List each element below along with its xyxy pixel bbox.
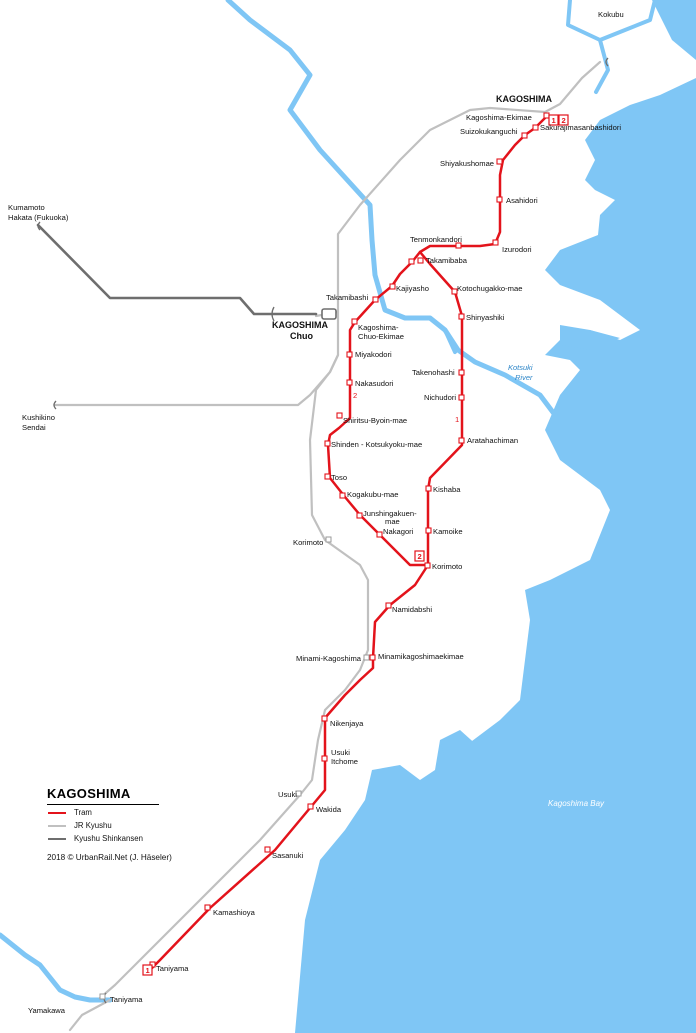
destination-hakata: Hakata (Fukuoka) [8, 213, 69, 222]
stop-minamikagoshimaekimae: Minamikagoshimaekimae [378, 652, 464, 661]
stop-aratahachiman: Aratahachiman [467, 436, 518, 445]
legend-divider [47, 804, 159, 805]
destination-kushikino: Kushikino [22, 413, 55, 422]
legend-label-tram: Tram [74, 808, 92, 817]
route-1-badge-taniyama [142, 964, 153, 976]
kyushu-shinkansen-line [36, 223, 318, 316]
stop-izurodori: Izurodori [502, 245, 532, 254]
stop-asahidori: Asahidori [506, 196, 538, 205]
stop-kagoshima-ekimae: Kagoshima-Ekimae [466, 113, 532, 122]
route-2-line-label: 2 [353, 391, 357, 400]
stop-kagoshima-chuo-ekimae-line1: Kagoshima- [358, 323, 399, 332]
stop-takamibashi: Takamibashi [326, 293, 369, 302]
legend-swatch-tram [48, 812, 66, 814]
route-1-line-label: 1 [455, 415, 459, 424]
stop-kogakubu-mae: Kogakubu-mae [347, 490, 399, 499]
rivers [0, 0, 657, 1003]
stop-nichudori: Nichudori [424, 393, 456, 402]
kagoshima-chuo-label-line2: Chuo [290, 331, 313, 341]
jr-station-taniyama: Taniyama [110, 995, 143, 1004]
stop-kamoike: Kamoike [433, 527, 463, 536]
stop-nakasudori: Nakasudori [355, 379, 394, 388]
destination-sendai: Sendai [22, 423, 46, 432]
route-badge-text: 2 [418, 552, 422, 561]
stop-taniyama: Taniyama [156, 964, 189, 973]
stop-junshingakuen-mae-line2: mae [385, 517, 400, 526]
jr-station-markers [99, 536, 370, 1000]
destination-kokubu: Kokubu [598, 10, 624, 19]
stop-korimoto: Korimoto [432, 562, 462, 571]
stop-kamashioya: Kamashioya [213, 908, 256, 917]
stop-namidabashi: Namidabshi [392, 605, 432, 614]
stop-nikenjaya: Nikenjaya [330, 719, 364, 728]
route-1-badge-terminal [548, 114, 559, 126]
legend-item-tram: Tram [48, 808, 198, 818]
route-badge-text: 2 [562, 116, 566, 125]
city-label: KAGOSHIMA [496, 94, 553, 104]
stop-shiritsu-byoin-mae: Shiritsu-Byoin-mae [343, 416, 407, 425]
credit-text: 2018 © UrbanRail.Net (J. Häseler) [47, 853, 172, 862]
legend-swatch-kyushu-shinkansen [48, 838, 66, 840]
stop-kotochugakko-mae: Kotochugakko-mae [457, 284, 522, 293]
kagoshima-bay-water [295, 0, 696, 1033]
route-2-badge-korimoto [414, 550, 425, 562]
tram-stop-markers [149, 112, 550, 968]
route-2-badge-terminal [558, 114, 569, 126]
stop-kajiyasho: Kajiyasho [396, 284, 429, 293]
stop-shinyashiki: Shinyashiki [466, 313, 505, 322]
bay-label: Kagoshima Bay [548, 799, 605, 808]
river-label-line2: River [515, 373, 533, 382]
stop-nakagori: Nakagori [383, 527, 414, 536]
stop-shinden-kotsukyoku-mae: Shinden - Kotsukyoku-mae [331, 440, 422, 449]
route-badge-text: 1 [146, 966, 151, 975]
stop-kagoshima-chuo-ekimae-line2: Chuo-Ekimae [358, 332, 404, 341]
stop-sasanuki: Sasanuki [272, 851, 304, 860]
kagoshima-chuo-label-line1: KAGOSHIMA [272, 320, 329, 330]
river-label-line1: Kotsuki [508, 363, 533, 372]
legend-swatch-jr-kyushu [48, 825, 66, 827]
tram-stop-labels: Kagoshima-Ekimae Sakurajimasanbashidori … [156, 113, 621, 973]
stop-usuki-itchome-line2: Itchome [331, 757, 358, 766]
legend-item-jr-kyushu: JR Kyushu [48, 821, 198, 831]
stop-tenmonkandori: Tenmonkandori [410, 235, 462, 244]
stop-usuki-itchome-line1: Usuki [331, 748, 350, 757]
stop-takamibaba: Takamibaba [426, 256, 468, 265]
stop-kishaba: Kishaba [433, 485, 461, 494]
stop-junshingakuen-mae-line1: Junshingakuen- [363, 509, 417, 518]
destination-yamakawa: Yamakawa [28, 1006, 66, 1015]
legend-label-jr-kyushu: JR Kyushu [74, 821, 112, 830]
map-legend: KAGOSHIMA Tram JR Kyushu Kyushu Shinkans… [44, 786, 204, 866]
route-badges: 1 2 2 1 [142, 114, 569, 976]
stop-miyakodori: Miyakodori [355, 350, 392, 359]
stop-sakurajimasanbashidori: Sakurajimasanbashidori [540, 123, 621, 132]
jr-station-korimoto: Korimoto [293, 538, 323, 547]
kagoshima-chuo-station-box [321, 308, 337, 320]
route-badge-text: 1 [552, 116, 557, 125]
legend-label-kyushu-shinkansen: Kyushu Shinkansen [74, 834, 143, 843]
stop-toso: Toso [331, 473, 347, 482]
jr-station-usuki: Usuki [278, 790, 297, 799]
stop-suizokukanguchi: Suizokukanguchi [460, 127, 518, 136]
legend-item-kyushu-shinkansen: Kyushu Shinkansen [48, 834, 198, 844]
stop-wakida: Wakida [316, 805, 342, 814]
stop-shiyakushomae: Shiyakushomae [440, 159, 494, 168]
stop-takenohashi: Takenohashi [412, 368, 455, 377]
legend-title: KAGOSHIMA [47, 786, 131, 801]
destination-kumamoto: Kumamoto [8, 203, 45, 212]
jr-station-minami-kagoshima: Minami-Kagoshima [296, 654, 362, 663]
